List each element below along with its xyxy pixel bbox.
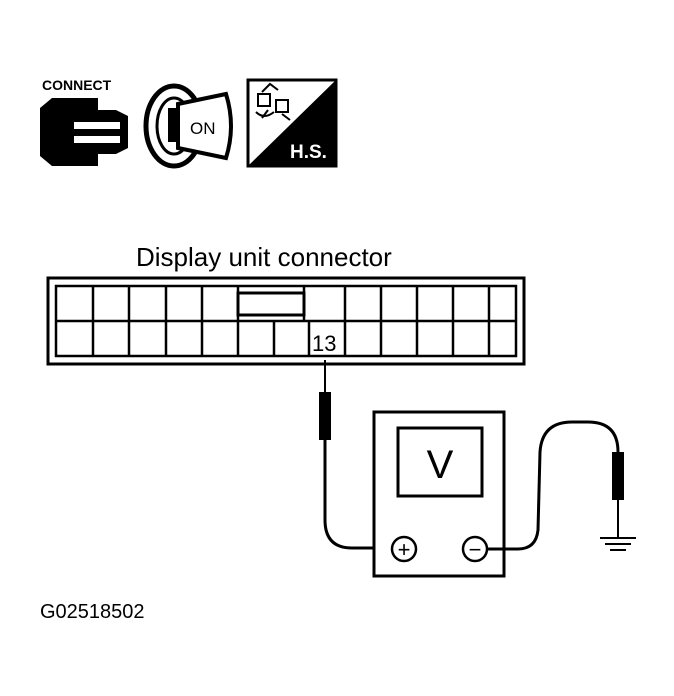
- connector-title: Display unit connector: [136, 242, 392, 272]
- figure-id: G02518502: [40, 601, 145, 623]
- positive-probe: [319, 360, 392, 550]
- voltmeter: V + −: [372, 410, 506, 578]
- harness-hs-label: H.S.: [290, 142, 327, 163]
- display-unit-connector: 13: [46, 276, 526, 366]
- voltmeter-unit-label: V: [427, 443, 454, 487]
- negative-terminal-symbol: −: [469, 537, 482, 562]
- ignition-key-icon: ON: [143, 83, 233, 169]
- connect-icon: CONNECT: [40, 77, 128, 166]
- connector-latch: [236, 291, 306, 317]
- connect-label: CONNECT: [42, 77, 112, 93]
- positive-terminal: [390, 535, 418, 563]
- ground-icon: [600, 537, 636, 551]
- harness-check-icon: H.S.: [246, 78, 338, 168]
- ignition-on-label: ON: [190, 119, 216, 138]
- voltmeter-display: [396, 426, 484, 498]
- positive-terminal-symbol: +: [398, 537, 411, 562]
- harness-wire-icon: [255, 82, 291, 121]
- negative-probe: [487, 420, 624, 551]
- terminal-13-label: 13: [312, 331, 336, 356]
- connector-plug-shape: [40, 98, 128, 166]
